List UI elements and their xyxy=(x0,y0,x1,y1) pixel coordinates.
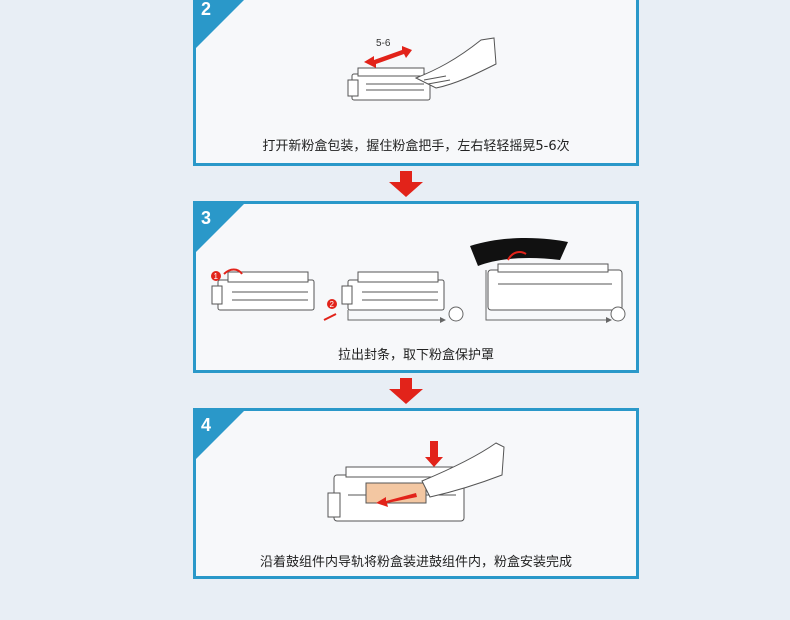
step-number: 4 xyxy=(201,415,212,435)
step-caption: 沿着鼓组件内导轨将粉盒装进鼓组件内，粉盒安装完成 xyxy=(259,555,572,570)
step-caption: 打开新粉盒包装，握住粉盒把手，左右轻轻摇晃5-6次 xyxy=(262,139,570,154)
step-4-panel: 4 沿着鼓组件内导轨将粉盒装进鼓组件内，粉盒安装完成 xyxy=(193,408,639,579)
step-caption: 拉出封条，取下粉盒保护罩 xyxy=(337,348,494,363)
step-corner-badge xyxy=(196,0,244,48)
shake-count-label: 5-6 xyxy=(376,38,391,49)
step-number: 3 xyxy=(201,208,212,228)
install-toner-illustration xyxy=(327,441,505,522)
step-marker-1: 1 xyxy=(214,272,219,281)
down-arrow-icon xyxy=(389,171,423,197)
step-2-panel: 2 5-6 打开新粉盒包装，握住粉盒把手，左右轻轻摇晃5-6次 xyxy=(193,0,639,166)
step-corner-badge xyxy=(196,204,244,252)
step-number: 2 xyxy=(201,0,212,19)
step-marker-2: 2 xyxy=(330,300,335,309)
down-arrow-icon xyxy=(389,378,423,404)
step-3-panel: 3 1 2 xyxy=(193,201,639,373)
remove-seal-illustration: 1 2 xyxy=(211,238,626,323)
step-corner-badge xyxy=(196,411,244,459)
toner-shake-illustration: 5-6 xyxy=(347,37,497,101)
